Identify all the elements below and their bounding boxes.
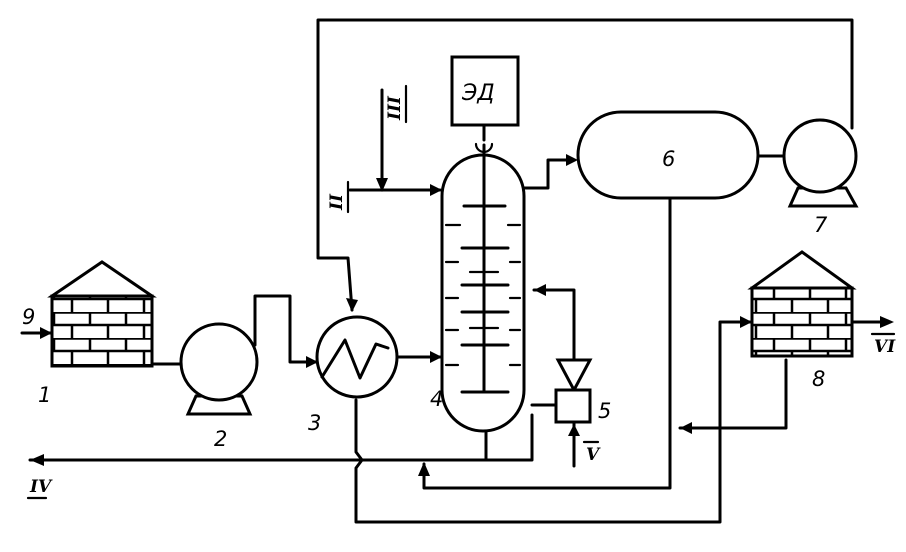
recycle-line-top: [316, 18, 854, 312]
label-3: 3: [308, 411, 321, 435]
arrow-stream-IV: [30, 454, 44, 466]
label-9: 9: [22, 305, 35, 329]
arrow-into-6: [566, 154, 578, 166]
stream-IV-line: [28, 413, 534, 462]
arrow-into-8: [740, 316, 752, 328]
reactor-4: [440, 142, 526, 433]
line-2-3: [253, 294, 318, 364]
label-8: 8: [812, 367, 825, 391]
stream-labels: II III IV V VI: [26, 84, 896, 500]
label-stream-III: III: [385, 95, 405, 121]
separator-6: [576, 110, 760, 200]
label-6: 6: [662, 147, 675, 171]
arrow-recycle-3: [346, 298, 358, 312]
reactor-trays: [444, 204, 522, 394]
line-to-8: [678, 320, 752, 430]
line-4-6: [521, 158, 576, 190]
label-5: 5: [598, 399, 611, 423]
arrow-stream-II: [430, 184, 442, 196]
arrow-into-4: [430, 351, 442, 363]
label-stream-V: V: [586, 445, 601, 465]
storage-8: [747, 250, 857, 358]
line-8-return: [718, 358, 788, 430]
electric-motor: [450, 55, 520, 127]
line-3-bottom: [354, 398, 722, 524]
arrow-stream-V: [568, 424, 580, 436]
heat-exchanger-3: [315, 315, 399, 399]
line-5-4: [532, 288, 576, 362]
label-1: 1: [38, 383, 51, 407]
pump-2: [179, 322, 259, 416]
flow-arrows: [30, 150, 894, 476]
label-motor: ЭД: [461, 81, 495, 106]
arrow-9: [40, 327, 52, 339]
arrow-recirc-4: [534, 284, 546, 296]
equipment-labels: 1 2 3 4 5 6 7 8 9 ЭД: [22, 81, 828, 451]
compressor-7: [782, 118, 859, 208]
label-2: 2: [214, 427, 227, 451]
label-stream-IV: IV: [29, 477, 53, 497]
label-stream-II: II: [327, 193, 347, 211]
label-4: 4: [430, 387, 443, 411]
arrow-into-3: [306, 356, 318, 368]
arrow-stream-III: [376, 178, 388, 192]
arrow-junction: [680, 422, 692, 434]
unit-5: [554, 358, 593, 424]
label-stream-VI: VI: [874, 337, 896, 357]
storage-1: [47, 260, 157, 368]
label-7: 7: [814, 213, 828, 237]
arrow-6-return: [418, 462, 430, 476]
arrow-stream-VI: [880, 316, 894, 328]
